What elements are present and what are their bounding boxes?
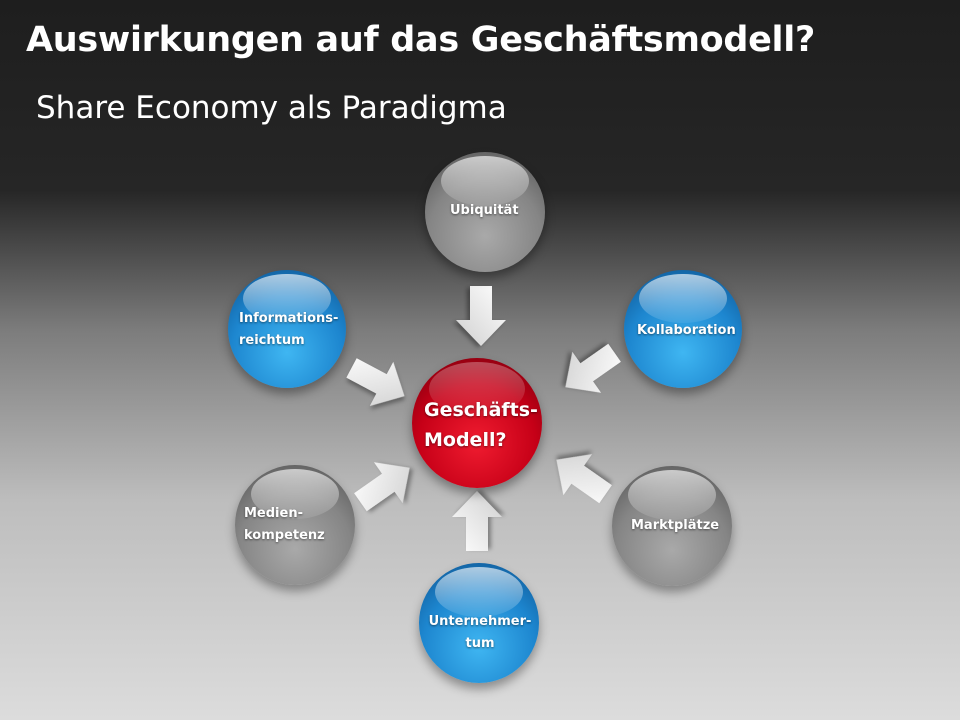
slide-title: Auswirkungen auf das Geschäftsmodell? <box>26 20 815 60</box>
slide-subtitle: Share Economy als Paradigma <box>36 90 507 126</box>
node-marktplaetze-label: Marktplätze <box>631 518 720 533</box>
node-ubiquitaet-label: Ubiquität <box>450 203 519 218</box>
center-node-geschaeftsmodell <box>412 358 542 488</box>
arrow-from-ubiquitaet <box>456 286 506 346</box>
arrow-from-informationsreichtum <box>346 358 405 406</box>
node-kollaboration-label: Kollaboration <box>637 323 736 338</box>
arrow-from-marktplaetze <box>556 454 612 504</box>
node-informationsreichtum-label: Informations- reichtum <box>239 311 339 348</box>
node-medienkompetenz <box>235 465 355 585</box>
node-unternehmertum-label: Unternehmer- tum <box>428 614 532 651</box>
node-marktplaetze <box>612 466 732 586</box>
node-unternehmertum <box>419 563 539 683</box>
center-node-label: Geschäfts- Modell? <box>424 399 538 451</box>
arrow-from-medienkompetenz <box>354 462 410 512</box>
node-kollaboration <box>624 270 742 388</box>
arrow-from-kollaboration <box>565 343 621 393</box>
node-medienkompetenz-label: Medien- kompetenz <box>244 506 325 543</box>
arrow-from-unternehmertum <box>452 491 502 551</box>
node-ubiquitaet <box>425 152 545 272</box>
node-informationsreichtum <box>228 270 346 388</box>
